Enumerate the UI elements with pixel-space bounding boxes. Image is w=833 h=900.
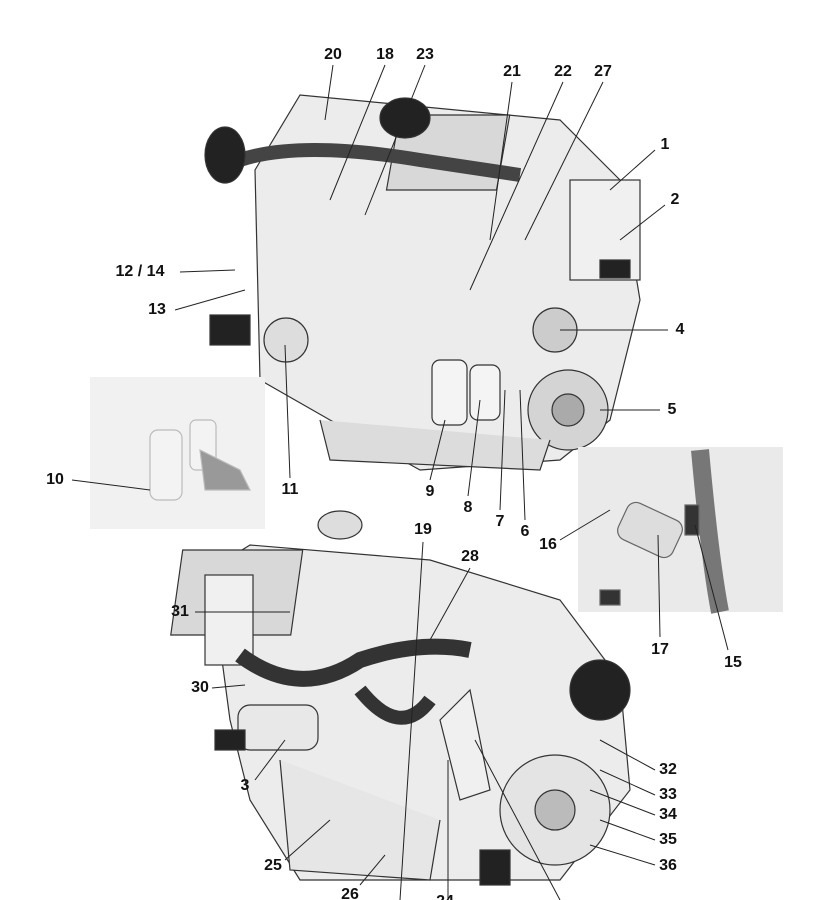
- callout-5: 5: [667, 401, 677, 418]
- callout-31: 31: [171, 603, 189, 620]
- callout-11: 11: [281, 481, 299, 498]
- callout-32: 32: [659, 761, 677, 778]
- callout-16: 16: [539, 536, 557, 553]
- inset-left: [90, 377, 265, 529]
- callout-30: 30: [191, 679, 209, 696]
- callout-34: 34: [659, 806, 677, 823]
- callout-18: 18: [376, 46, 394, 63]
- callout-19: 19: [414, 521, 432, 538]
- callout-26: 26: [341, 886, 359, 900]
- callout-25: 25: [264, 857, 282, 874]
- callout-4: 4: [675, 321, 685, 338]
- callout-27: 27: [594, 63, 612, 80]
- callout-21: 21: [503, 63, 521, 80]
- callout-2: 2: [670, 191, 680, 208]
- callout-3: 3: [240, 777, 250, 794]
- lower-engine-view: [170, 510, 631, 886]
- callout-15: 15: [724, 654, 742, 671]
- callout-12-14: 12 / 14: [115, 263, 165, 280]
- callout-17: 17: [651, 641, 669, 658]
- callout-35: 35: [659, 831, 677, 848]
- callout-10: 10: [46, 471, 64, 488]
- callout-33: 33: [659, 786, 677, 803]
- callout-23: 23: [416, 46, 434, 63]
- callout-7: 7: [495, 513, 505, 530]
- callout-28: 28: [461, 548, 479, 565]
- callout-36: 36: [659, 857, 677, 874]
- callout-9: 9: [425, 483, 435, 500]
- callout-6: 6: [520, 523, 530, 540]
- callout-8: 8: [463, 499, 473, 516]
- upper-engine-view: [204, 94, 641, 471]
- inset-right: [578, 447, 783, 614]
- leader-lines: [71, 64, 729, 900]
- callout-22: 22: [554, 63, 572, 80]
- callout-20: 20: [324, 46, 342, 63]
- callout-24: 24: [436, 893, 454, 900]
- callout-13: 13: [148, 301, 166, 318]
- callout-1: 1: [660, 136, 670, 153]
